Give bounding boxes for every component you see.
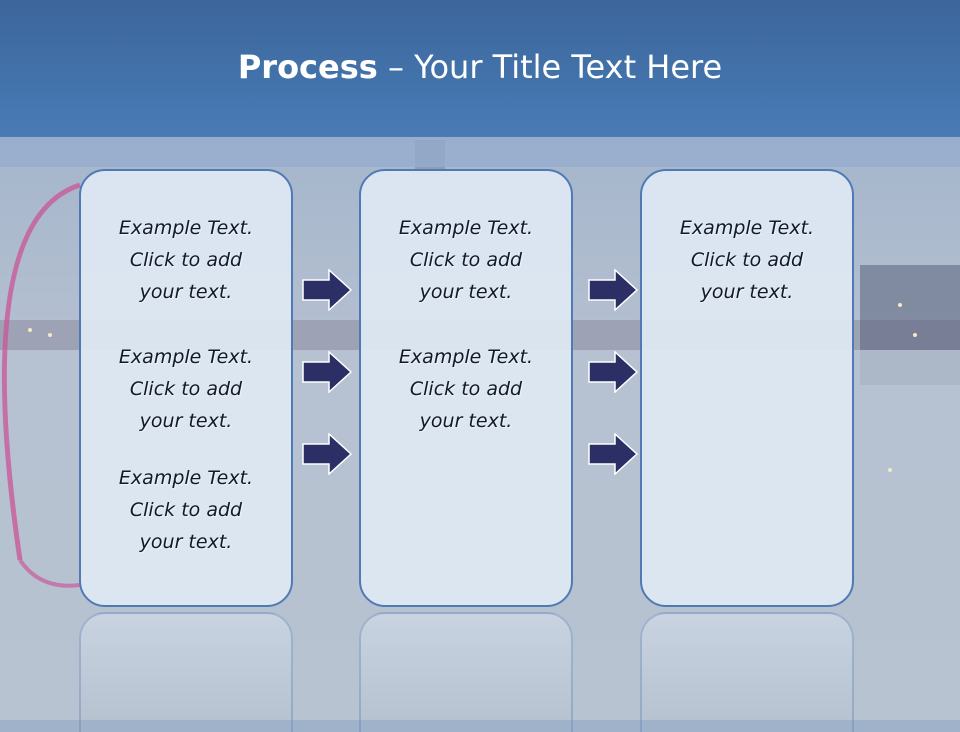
process-box-1-reflection bbox=[79, 612, 293, 732]
slide-title[interactable]: Process – Your Title Text Here bbox=[238, 48, 722, 86]
title-bar: Process – Your Title Text Here bbox=[0, 0, 960, 137]
text-placeholder[interactable]: Example Text. Click to add your text. bbox=[398, 346, 534, 432]
text-placeholder[interactable]: Example Text. Click to add your text. bbox=[118, 217, 254, 303]
right-arrow-icon bbox=[302, 351, 352, 393]
right-arrow-icon bbox=[588, 351, 638, 393]
text-placeholder[interactable]: Example Text. Click to add your text. bbox=[398, 217, 534, 303]
process-box-3-reflection bbox=[640, 612, 854, 732]
title-underline-strip bbox=[0, 137, 960, 167]
right-arrow-icon bbox=[302, 433, 352, 475]
title-bold-text: Process bbox=[237, 47, 378, 86]
text-placeholder[interactable]: Example Text. Click to add your text. bbox=[679, 217, 815, 303]
process-box-2[interactable]: Example Text. Click to add your text. Ex… bbox=[359, 169, 573, 607]
text-placeholder[interactable]: Example Text. Click to add your text. bbox=[118, 346, 254, 432]
process-box-1[interactable]: Example Text. Click to add your text. Ex… bbox=[79, 169, 293, 607]
title-rest-text: – Your Title Text Here bbox=[377, 47, 723, 86]
right-arrow-icon bbox=[588, 433, 638, 475]
right-arrow-icon bbox=[302, 269, 352, 311]
process-box-2-reflection bbox=[359, 612, 573, 732]
right-arrow-icon bbox=[588, 269, 638, 311]
process-box-3[interactable]: Example Text. Click to add your text. bbox=[640, 169, 854, 607]
text-placeholder[interactable]: Example Text. Click to add your text. bbox=[118, 467, 254, 553]
